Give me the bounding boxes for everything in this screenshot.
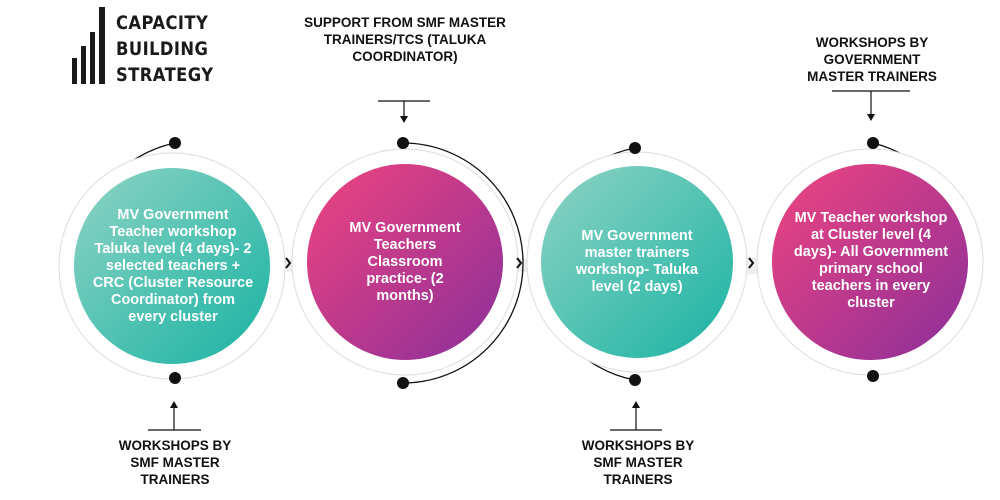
stage-4-text: MV Teacher workshop at Cluster level (4 … xyxy=(793,210,949,311)
dot-stage-1-bottom xyxy=(169,372,181,384)
ring-arc-stage-2 xyxy=(402,142,524,384)
pointer-stage-1 xyxy=(148,401,201,431)
stage-1-circle xyxy=(74,168,270,364)
pointer-stage-2 xyxy=(378,100,430,123)
support-label-stage-1: WORKSHOPS BY SMF MASTER TRAINERS xyxy=(118,438,232,487)
arrow-down-icon xyxy=(867,114,875,121)
bar-chart-icon xyxy=(72,7,105,84)
support-label-stage-3: WORKSHOPS BY SMF MASTER TRAINERS xyxy=(581,438,695,487)
arrow-up-icon xyxy=(632,401,640,408)
stage-circles xyxy=(58,148,984,380)
stage-3-text: MV Government master trainers workshop- … xyxy=(575,228,699,295)
logo-title: CAPACITY BUILDING STRATEGY xyxy=(116,10,214,88)
logo-line-3: STRATEGY xyxy=(116,64,214,86)
stage-2-text: MV Government Teachers Classroom practic… xyxy=(349,219,461,304)
logo-line-2: BUILDING xyxy=(116,38,209,60)
pointer-stage-4 xyxy=(832,90,910,121)
stage-4-circle xyxy=(772,164,968,360)
dot-stage-1-top xyxy=(169,137,181,149)
stage-1-text: MV Government Teacher workshop Taluka le… xyxy=(92,206,254,325)
stage-3-circle xyxy=(541,166,733,358)
dot-stage-3-bottom xyxy=(629,374,641,386)
dot-stage-4-bottom xyxy=(867,370,879,382)
chevron-right-icon xyxy=(748,257,755,269)
label-pointers xyxy=(148,90,910,431)
logo-line-1: CAPACITY xyxy=(116,12,209,34)
dot-stage-2-top xyxy=(397,137,409,149)
pointer-stage-3 xyxy=(610,401,662,431)
arrow-down-icon xyxy=(400,116,408,123)
ring-dots xyxy=(169,137,879,389)
support-label-stage-4: WORKSHOPS BY GOVERNMENT MASTER TRAINERS xyxy=(807,35,937,84)
support-label-stage-2: SUPPORT FROM SMF MASTER TRAINERS/TCS (TA… xyxy=(304,15,506,64)
dot-stage-4-top xyxy=(867,137,879,149)
dot-stage-3-top xyxy=(629,142,641,154)
stage-2-circle xyxy=(307,164,503,360)
chevron-right-icon xyxy=(285,257,292,269)
flow-chevrons xyxy=(285,257,755,269)
logo: CAPACITY BUILDING STRATEGY xyxy=(70,6,260,96)
dot-stage-2-bottom xyxy=(397,377,409,389)
arrow-up-icon xyxy=(170,401,178,408)
chevron-right-icon xyxy=(516,257,523,269)
